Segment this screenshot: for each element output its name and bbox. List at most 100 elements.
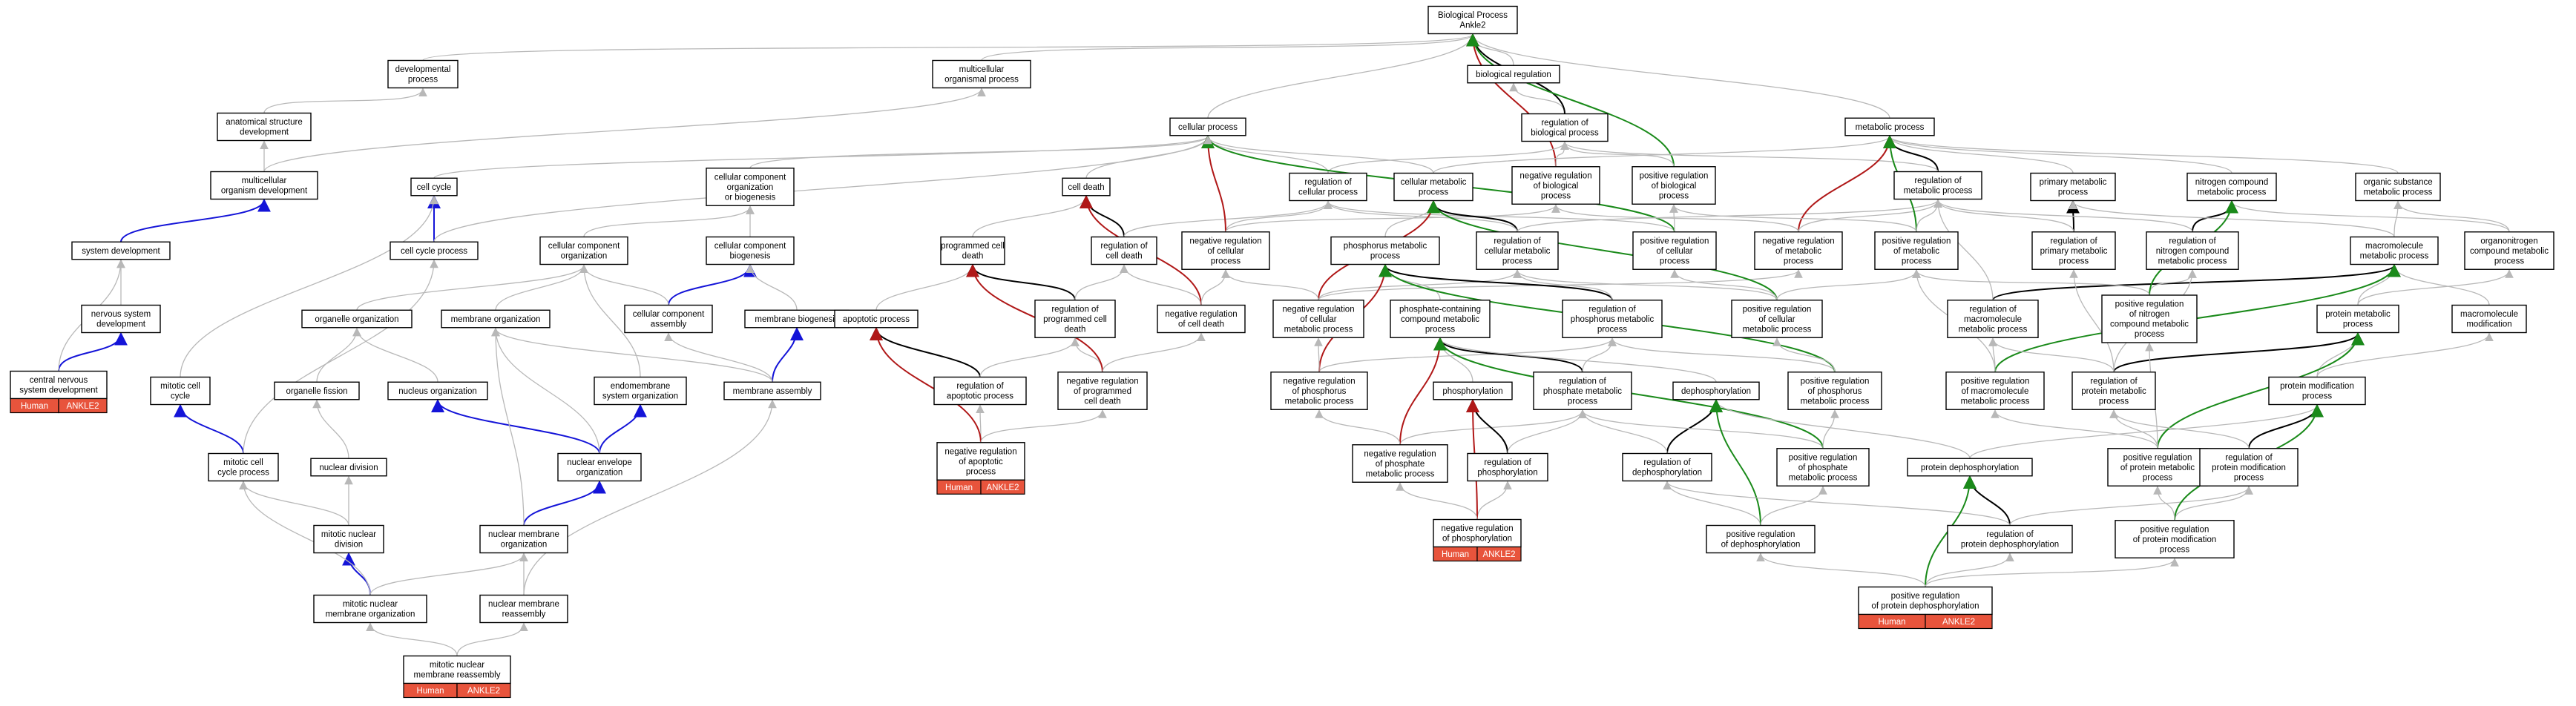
node-cell_process[interactable]: cellular process — [1169, 117, 1246, 136]
node-metab[interactable]: metabolic process — [1844, 117, 1935, 136]
node-label: compound metabolic — [1401, 315, 1479, 324]
node-sys_dev[interactable]: system development — [71, 241, 171, 260]
edge-reg_cell_death-to-reg_cell_proc — [1123, 200, 1333, 237]
node-apoptotic[interactable]: apoptotic process — [834, 309, 919, 329]
node-dephosphorylation[interactable]: dephosphorylation — [1672, 381, 1760, 400]
node-cell_death[interactable]: cell death — [1062, 177, 1111, 197]
edge-nuc_mem_org-to-membrane_org — [491, 327, 525, 526]
node-organelle_org[interactable]: organelle organization — [301, 309, 413, 329]
node-protein_dephos[interactable]: protein dephosphorylation — [1907, 458, 2033, 477]
node-nuclear_div[interactable]: nuclear division — [310, 458, 387, 477]
node-label: central nervous — [30, 376, 88, 385]
node-box — [310, 458, 387, 477]
node-bio_reg[interactable]: biological regulation — [1467, 65, 1560, 84]
node-nucleus_org[interactable]: nucleus organization — [387, 381, 488, 400]
node-membrane_assembly[interactable]: membrane assembly — [723, 381, 821, 400]
node-box — [1945, 372, 2045, 410]
node-cc_process[interactable]: cell cycle process — [390, 241, 479, 260]
edge-ccobiog-to-cell_process — [749, 135, 1212, 169]
node-organelle_fission[interactable]: organelle fission — [274, 381, 360, 400]
edge-neg_reg_phosphorylation-to-reg_phosphorylation — [1476, 481, 1512, 520]
edge-cc_org-to-ccobiog — [583, 205, 755, 237]
node-cell_cycle[interactable]: cell cycle — [410, 177, 458, 197]
node-phosphorylation[interactable]: phosphorylation — [1433, 381, 1513, 400]
node-membrane_org[interactable]: membrane organization — [441, 309, 551, 329]
edge-multi_dev-to-multi_process — [263, 88, 986, 172]
node-membrane_biog[interactable]: membrane biogenesis — [744, 309, 850, 329]
node-label: positive regulation — [1882, 237, 1951, 245]
